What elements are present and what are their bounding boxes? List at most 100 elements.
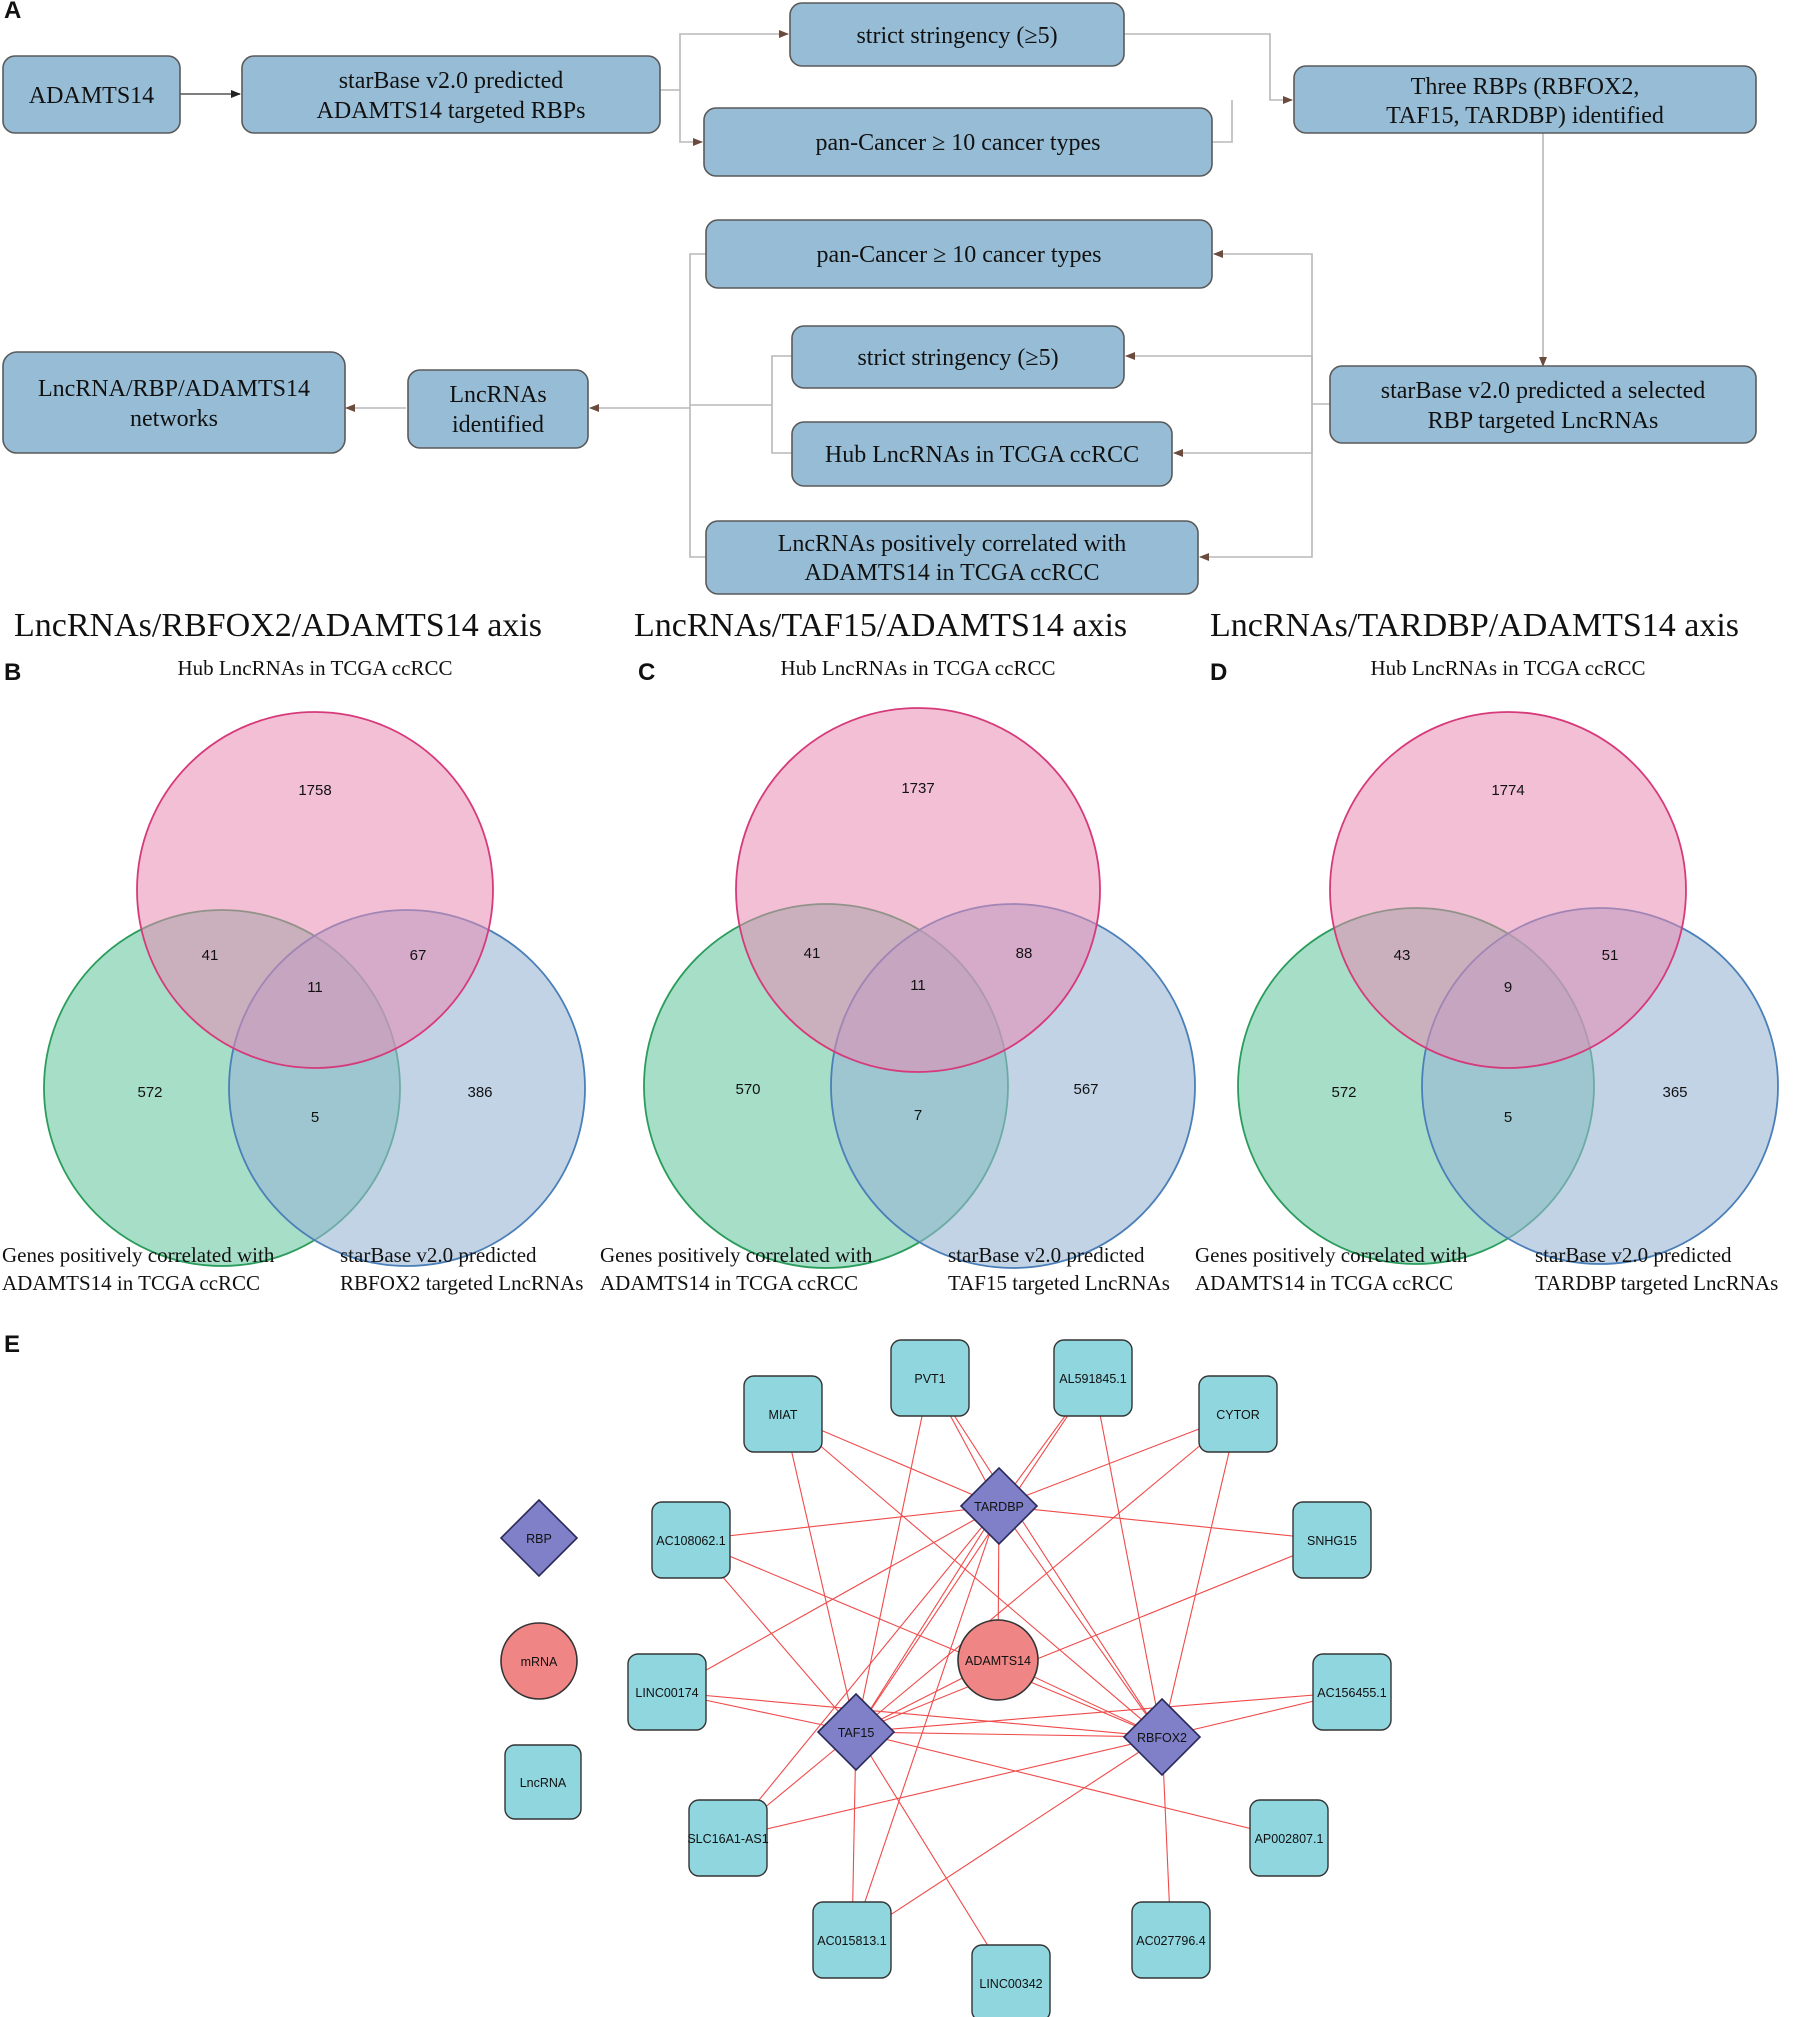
- legend-lncrna: LncRNA: [504, 1744, 582, 1820]
- lncrna-label: SLC16A1-AS1: [687, 1832, 768, 1846]
- edge-al591845-1-rbfox2: [1092, 1377, 1163, 1738]
- box-networks-line-1: LncRNA/RBP/ADAMTS14: [38, 376, 310, 402]
- edge-miat-rbfox2: [782, 1413, 1163, 1738]
- lncrna-label: AC108062.1: [656, 1534, 726, 1548]
- edge-cytor-rbfox2: [1161, 1413, 1239, 1738]
- box-pancancer-top-line-1: pan-Cancer ≥ 10 cancer types: [815, 130, 1100, 156]
- panel-c-letter: C: [638, 659, 655, 686]
- venn-count-left-right: 5: [1504, 1109, 1512, 1126]
- mrna-label: ADAMTS14: [965, 1654, 1031, 1668]
- svg-text:Hub LncRNAs in TCGA ccRCC: Hub LncRNAs in TCGA ccRCC: [825, 442, 1139, 468]
- venn-count-right-only: 386: [467, 1084, 492, 1101]
- lncrna-node-cytor: CYTOR: [1198, 1375, 1278, 1453]
- lncrna-node-al591845-1: AL591845.1: [1053, 1339, 1133, 1417]
- box-starbase-lnc-line-1: starBase v2.0 predicted a selected: [1381, 378, 1706, 404]
- venn-count-top-only: 1774: [1491, 782, 1524, 799]
- rbp-node-taf15: TAF15: [816, 1692, 896, 1772]
- venn-count-left-only: 572: [1331, 1084, 1356, 1101]
- venn-circle-top: [735, 707, 1101, 1073]
- lncrna-node-ac015813-1: AC015813.1: [812, 1901, 892, 1979]
- svg-text:Three RBPs (RBFOX2,TAF15, TARD: Three RBPs (RBFOX2,TAF15, TARDBP) identi…: [1386, 74, 1664, 129]
- connector-to-strict-mid: [1125, 352, 1313, 404]
- legend-mrna: mRNA: [500, 1622, 578, 1700]
- venn-count-top-only: 1758: [298, 782, 331, 799]
- connector-pancancer-to-three-rbps: [1212, 100, 1233, 143]
- box-starbase-rbps-line-1: starBase v2.0 predicted: [339, 68, 564, 94]
- venn-count-center: 11: [910, 977, 926, 994]
- edge-pvt1-taf15: [855, 1377, 931, 1733]
- venn-count-left-right: 5: [311, 1109, 319, 1126]
- legend-mrna-circle: [500, 1622, 578, 1700]
- lncrna-node-miat: MIAT: [743, 1375, 823, 1453]
- lncrna-label: CYTOR: [1216, 1408, 1260, 1422]
- lncrna-label: PVT1: [914, 1372, 945, 1386]
- connector-to-pancancer-mid: [1213, 250, 1330, 405]
- mrna-node-adamts14: ADAMTS14: [957, 1619, 1039, 1701]
- edge-ac015813-1-rbfox2: [851, 1736, 1163, 1941]
- edge-taf15-rbfox2: [855, 1731, 1163, 1738]
- box-lnc-identified-line-1: LncRNAs: [449, 382, 546, 408]
- axis-title-taf15: LncRNAs/TAF15/ADAMTS14 axis: [634, 607, 1127, 644]
- edge-pvt1-rbfox2: [929, 1377, 1163, 1738]
- box-strict-mid: strict stringency (≥5): [791, 325, 1125, 389]
- venn-count-left-only: 570: [735, 1081, 760, 1098]
- edge-slc16a1-as1-rbfox2: [727, 1736, 1163, 1839]
- box-three-rbps: Three RBPs (RBFOX2,TAF15, TARDBP) identi…: [1293, 65, 1757, 134]
- box-adamts14-line-1: ADAMTS14: [29, 83, 154, 109]
- lncrna-node-ac108062-1: AC108062.1: [651, 1501, 731, 1579]
- venn-count-top-left: 43: [1394, 947, 1411, 964]
- edge-slc16a1-as1-tardbp: [727, 1505, 1000, 1839]
- edge-tardbp-taf15: [855, 1505, 1000, 1733]
- edge-snhg15-tardbp: [998, 1505, 1333, 1541]
- panel-e-letter: E: [4, 1331, 20, 1358]
- venn-count-top-right: 88: [1016, 945, 1033, 962]
- venn-top-label: Hub LncRNAs in TCGA ccRCC: [781, 656, 1056, 680]
- rbp-label: TAF15: [838, 1726, 875, 1740]
- edge-ac015813-1-tardbp: [851, 1505, 1000, 1941]
- lncrna-label: AL591845.1: [1059, 1372, 1126, 1386]
- venn-count-center: 9: [1504, 979, 1512, 996]
- box-starbase-lnc-line-2: RBP targeted LncRNAs: [1428, 408, 1659, 434]
- lncrna-label: MIAT: [769, 1408, 798, 1422]
- venn-circle-top: [136, 711, 494, 1069]
- svg-text:strict stringency (≥5): strict stringency (≥5): [857, 345, 1058, 371]
- edge-linc00174-tardbp: [666, 1505, 1000, 1693]
- box-pancancer-top: pan-Cancer ≥ 10 cancer types: [703, 107, 1213, 177]
- venn-top-label: Hub LncRNAs in TCGA ccRCC: [178, 656, 453, 680]
- venn-count-center: 11: [307, 979, 323, 996]
- axis-title-tardbp: LncRNAs/TARDBP/ADAMTS14 axis: [1210, 607, 1739, 644]
- panel-a: A ADAMTS14 starBase v2.0 predict: [2, 0, 1757, 595]
- lncrna-label: LINC00174: [635, 1686, 698, 1700]
- lncrna-node-pvt1: PVT1: [890, 1339, 970, 1417]
- legend-mrna-label: mRNA: [521, 1655, 558, 1669]
- rbp-label: TARDBP: [974, 1500, 1024, 1514]
- edge-tardbp-rbfox2: [998, 1505, 1163, 1738]
- box-networks: LncRNA/RBP/ADAMTS14 networks: [2, 351, 346, 454]
- box-strict-top-line-1: strict stringency (≥5): [856, 23, 1057, 49]
- lncrna-label: AP002807.1: [1255, 1832, 1324, 1846]
- connector-to-hub-lnc: [1173, 404, 1313, 457]
- venn-circle-top: [1329, 711, 1687, 1069]
- box-hub-lnc: Hub LncRNAs in TCGA ccRCC: [791, 421, 1173, 487]
- axis-titles: LncRNAs/RBFOX2/ADAMTS14 axis LncRNAs/TAF…: [14, 607, 1739, 644]
- lncrna-label: SNHG15: [1307, 1534, 1357, 1548]
- venn-count-right-only: 567: [1073, 1081, 1098, 1098]
- panel-a-letter: A: [4, 0, 21, 24]
- venn-count-top-only: 1737: [901, 780, 934, 797]
- lncrna-label: LINC00342: [979, 1977, 1042, 1991]
- box-networks-line-2: networks: [130, 406, 218, 432]
- edge-ac156455-1-taf15: [855, 1691, 1353, 1733]
- panel-b-letter: B: [4, 659, 21, 686]
- lncrna-node-ap002807-1: AP002807.1: [1249, 1799, 1329, 1877]
- edge-ac108062-1-rbfox2: [690, 1539, 1163, 1738]
- rbp-label: RBFOX2: [1137, 1731, 1187, 1745]
